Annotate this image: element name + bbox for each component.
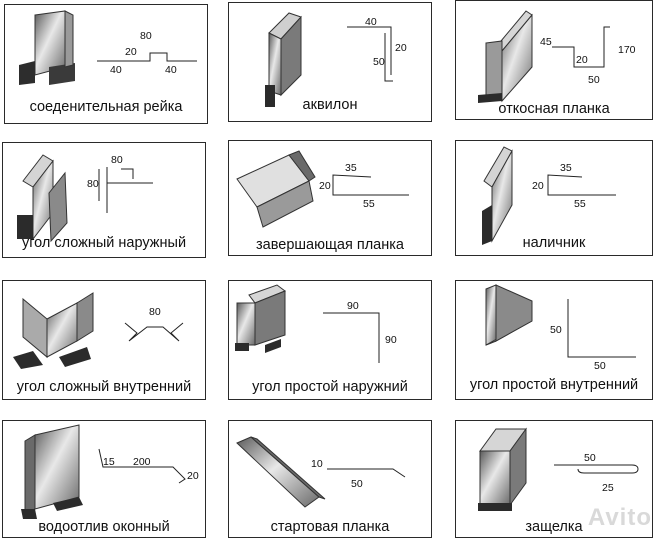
dim-label: 25 xyxy=(602,482,614,494)
card-label: наличник xyxy=(522,235,586,251)
dim-label: 40 xyxy=(110,64,122,76)
card-label: угол простой внутренний xyxy=(469,377,639,393)
card-label: угол сложный наружный xyxy=(21,235,187,251)
profile-cross-section xyxy=(332,174,409,196)
finishing-plank-drawing: 35 20 55 xyxy=(236,150,409,228)
card-label: откосная планка xyxy=(498,101,610,117)
dim-label: 90 xyxy=(385,334,397,346)
dim-label: 40 xyxy=(365,16,377,28)
profile-3d xyxy=(235,284,287,353)
complex-inner-corner-drawing: 80 xyxy=(13,292,184,369)
slope-plank-drawing: 45 170 20 50 xyxy=(478,10,636,103)
profile-cross-section xyxy=(323,312,380,363)
dim-label: 20 xyxy=(532,180,544,192)
dim-label: 20 xyxy=(125,46,137,58)
card-simple-outer-corner: 90 90 угол простой наружний xyxy=(228,280,432,400)
dim-label: 55 xyxy=(363,198,375,210)
card-label: угол сложный внутренний xyxy=(16,379,192,395)
dim-label: 20 xyxy=(187,470,199,482)
profile-cross-section xyxy=(554,464,639,474)
profile-cross-section xyxy=(327,468,406,478)
profile-cross-section xyxy=(97,52,197,62)
dim-label: 50 xyxy=(373,56,385,68)
dim-label: 50 xyxy=(594,360,606,372)
simple-outer-corner-drawing: 90 90 xyxy=(235,284,397,363)
card-label: аквилон xyxy=(302,97,358,113)
profile-3d xyxy=(236,150,316,228)
latch-drawing: 50 25 xyxy=(478,427,639,511)
profile-cross-section xyxy=(347,26,393,82)
window-drip-drawing: 15 200 20 xyxy=(21,424,199,519)
dim-label: 170 xyxy=(618,44,636,56)
dim-label: 90 xyxy=(347,300,359,312)
dim-label: 15 xyxy=(103,456,115,468)
card-label: защелка xyxy=(525,519,583,535)
profile-cross-section xyxy=(98,448,186,484)
card-complex-inner-corner: 80 угол сложный внутренний xyxy=(2,280,206,400)
profile-3d xyxy=(21,424,83,519)
dim-label: 40 xyxy=(165,64,177,76)
dim-label: 45 xyxy=(540,36,552,48)
connecting-strip-drawing: 80 20 40 40 xyxy=(19,10,197,85)
dim-label: 35 xyxy=(560,162,572,174)
profile-3d xyxy=(478,427,527,511)
dim-label: 200 xyxy=(133,456,151,468)
profile-3d xyxy=(478,10,533,103)
dim-label: 80 xyxy=(140,30,152,42)
card-label: водоотлив оконный xyxy=(38,519,170,535)
dim-label: 50 xyxy=(584,452,596,464)
profile-3d xyxy=(485,284,533,346)
profile-3d xyxy=(17,154,68,243)
profile-3d xyxy=(482,146,513,245)
card-simple-inner-corner: 50 50 угол простой внутренний xyxy=(455,280,653,400)
dim-label: 55 xyxy=(574,198,586,210)
dim-label: 10 xyxy=(311,458,323,470)
dim-label: 20 xyxy=(319,180,331,192)
complex-outer-corner-drawing: 80 80 xyxy=(17,154,153,243)
card-label: соеденительная рейка xyxy=(29,99,183,115)
card-slope-plank: 45 170 20 50 откосная планка xyxy=(455,0,653,120)
card-finishing-plank: 35 20 55 завершающая планка xyxy=(228,140,432,256)
card-starter-plank: 10 50 стартовая планка xyxy=(228,420,432,538)
dim-label: 20 xyxy=(395,42,407,54)
card-latch: 50 25 защелка xyxy=(455,420,653,538)
dim-label: 80 xyxy=(149,306,161,318)
card-connecting-strip: 80 20 40 40 соеденительная рейка xyxy=(4,4,208,124)
casing-drawing: 35 20 55 xyxy=(482,146,616,245)
profile-3d xyxy=(236,436,326,508)
profile-cross-section xyxy=(547,174,616,196)
starter-plank-drawing: 10 50 xyxy=(236,436,406,508)
avito-watermark: Avito xyxy=(587,504,652,531)
profile-3d xyxy=(13,292,94,369)
profile-3d xyxy=(19,10,75,85)
akvilon-drawing: 40 20 50 xyxy=(265,12,407,107)
profile-cross-section xyxy=(567,299,636,358)
dim-label: 20 xyxy=(576,54,588,66)
dim-label: 80 xyxy=(87,178,99,190)
profile-3d xyxy=(265,12,302,107)
card-complex-outer-corner: 80 80 угол сложный наружный xyxy=(2,142,206,258)
card-label: завершающая планка xyxy=(256,237,404,253)
profile-cross-section xyxy=(552,26,610,68)
card-casing: 35 20 55 наличник xyxy=(455,140,653,256)
simple-inner-corner-drawing: 50 50 xyxy=(485,284,636,372)
profile-cross-section xyxy=(124,322,184,342)
dim-label: 80 xyxy=(111,154,123,166)
profile-cross-section xyxy=(98,167,153,213)
card-akvilon: 40 20 50 аквилон xyxy=(228,2,432,122)
card-label: стартовая планка xyxy=(270,519,390,535)
dim-label: 50 xyxy=(351,478,363,490)
dim-label: 35 xyxy=(345,162,357,174)
dim-label: 50 xyxy=(550,324,562,336)
card-window-drip: 15 200 20 водоотлив оконный xyxy=(2,420,206,538)
card-label: угол простой наружний xyxy=(252,379,408,395)
dim-label: 50 xyxy=(588,74,600,86)
